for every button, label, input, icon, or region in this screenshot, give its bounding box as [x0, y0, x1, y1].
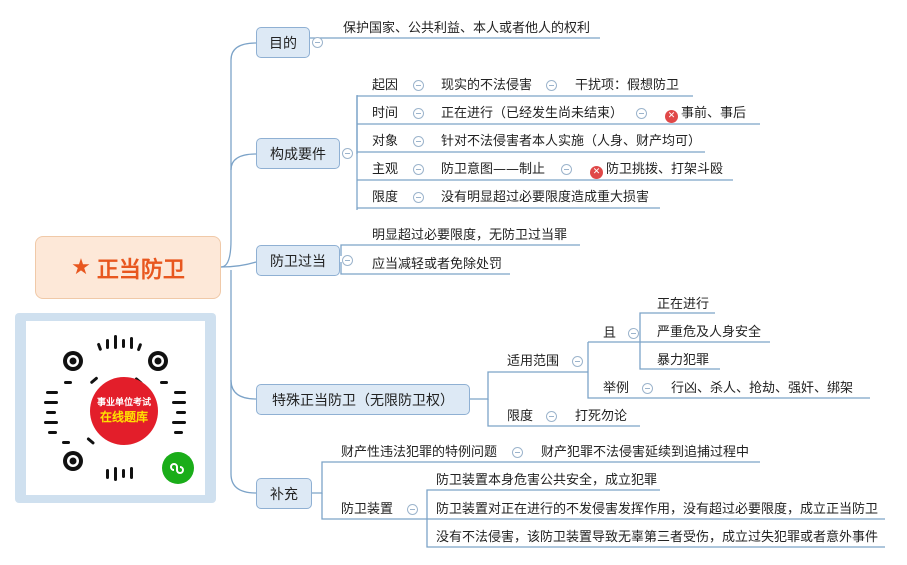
- device-item-2: 防卫装置对正在进行的不发侵害发挥作用，没有超过必要限度，成立正当防卫: [436, 502, 879, 517]
- element-value-limit: 没有明显超过必要限度造成重大损害: [441, 190, 650, 205]
- star-icon: ★: [71, 255, 91, 280]
- collapse-icon[interactable]: [312, 37, 323, 48]
- qr-badge-line1: 事业单位考试: [96, 397, 151, 408]
- device-item-1: 防卫装置本身危害公共安全，成立犯罪: [436, 473, 658, 488]
- element-value-time: 正在进行（已经发生尚未结束）: [441, 106, 624, 121]
- collapse-icon[interactable]: [413, 164, 424, 175]
- special-and-item-3: 暴力犯罪: [657, 353, 710, 368]
- collapse-icon[interactable]: [407, 504, 418, 515]
- supplement-property-label: 财产性违法犯罪的特例问题: [341, 445, 498, 460]
- element-value-target: 针对不法侵害者本人实施（人身、财产均可）: [441, 134, 702, 149]
- collapse-icon[interactable]: [546, 80, 557, 91]
- node-supplement[interactable]: 补充: [256, 478, 312, 509]
- excess-item-2: 应当减轻或者免除处罚: [372, 257, 503, 272]
- element-label-limit: 限度: [372, 190, 399, 205]
- error-icon: ✕: [590, 166, 603, 179]
- qr-badge-line2: 在线题库: [99, 409, 148, 424]
- collapse-icon[interactable]: [636, 108, 647, 119]
- node-excess[interactable]: 防卫过当: [256, 245, 340, 276]
- collapse-icon[interactable]: [413, 80, 424, 91]
- collapse-icon[interactable]: [572, 356, 583, 367]
- special-example-value: 行凶、杀人、抢劫、强奸、绑架: [671, 381, 854, 396]
- collapse-icon[interactable]: [342, 148, 353, 159]
- qr-code-panel: 事业单位考试 在线题库: [15, 313, 216, 503]
- root-label: 正当防卫: [96, 257, 185, 283]
- element-extra-cause: 干扰项：假想防卫: [575, 78, 680, 93]
- qr-code-image: 事业单位考试 在线题库: [26, 321, 205, 495]
- special-and-label: 且: [603, 326, 617, 341]
- special-limit-value: 打死勿论: [575, 409, 628, 424]
- collapse-icon[interactable]: [413, 108, 424, 119]
- special-and-item-2: 严重危及人身安全: [657, 325, 762, 340]
- error-icon: ✕: [665, 110, 678, 123]
- supplement-property-value: 财产犯罪不法侵害延续到追捕过程中: [541, 445, 750, 460]
- element-value-cause: 现实的不法侵害: [441, 78, 533, 93]
- mini-program-icon: [162, 452, 194, 484]
- qr-badge: 事业单位考试 在线题库: [90, 377, 158, 445]
- special-example-label: 举例: [603, 381, 630, 396]
- collapse-icon[interactable]: [628, 328, 639, 339]
- collapse-icon[interactable]: [642, 383, 653, 394]
- excess-item-1: 明显超过必要限度，无防卫过当罪: [372, 228, 568, 243]
- collapse-icon[interactable]: [342, 255, 353, 266]
- element-extra-time: ✕事前、事后: [665, 106, 746, 123]
- node-purpose[interactable]: 目的: [256, 27, 310, 58]
- device-item-3: 没有不法侵害，该防卫装置导致无辜第三者受伤，成立过失犯罪或者意外事件: [436, 530, 879, 545]
- collapse-icon[interactable]: [413, 192, 424, 203]
- root-node[interactable]: ★ 正当防卫: [35, 236, 221, 299]
- element-value-intent: 防卫意图——制止: [441, 162, 546, 177]
- purpose-item: 保护国家、公共利益、本人或者他人的权利: [343, 21, 591, 36]
- collapse-icon[interactable]: [413, 136, 424, 147]
- node-elements[interactable]: 构成要件: [256, 138, 340, 169]
- element-label-time: 时间: [372, 106, 399, 121]
- special-scope-label: 适用范围: [507, 354, 560, 369]
- qr-pattern: [44, 335, 186, 481]
- node-special-defense[interactable]: 特殊正当防卫（无限防卫权）: [256, 384, 470, 415]
- element-extra-intent: ✕防卫挑拨、打架斗殴: [590, 162, 723, 179]
- supplement-device-label: 防卫装置: [341, 502, 394, 517]
- collapse-icon[interactable]: [561, 164, 572, 175]
- element-label-cause: 起因: [372, 78, 399, 93]
- element-label-intent: 主观: [372, 162, 399, 177]
- element-label-target: 对象: [372, 134, 399, 149]
- special-and-item-1: 正在进行: [657, 297, 710, 312]
- collapse-icon[interactable]: [512, 447, 523, 458]
- special-limit-label: 限度: [507, 409, 534, 424]
- collapse-icon[interactable]: [546, 411, 557, 422]
